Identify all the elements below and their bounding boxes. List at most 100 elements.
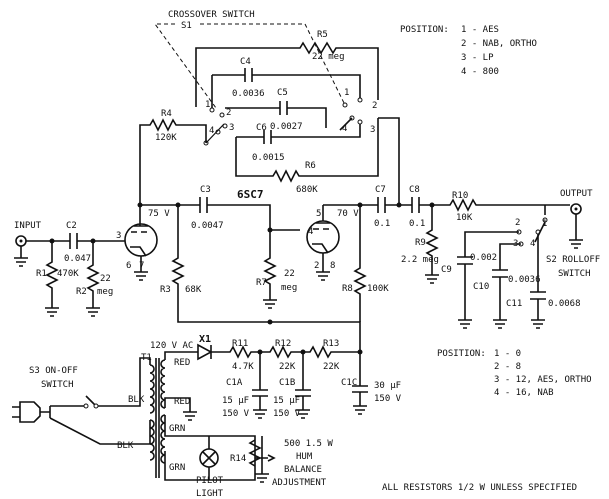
pilot-lamp-wires xyxy=(202,436,216,480)
r5-ref: R5 xyxy=(317,30,328,40)
r4-value: 120K xyxy=(155,133,177,143)
ac-plug-icon xyxy=(12,401,51,423)
r11-ref: R11 xyxy=(232,339,248,349)
r8-value: 100K xyxy=(367,284,389,294)
s2-rolloff-switch[interactable]: 2 1 3 4 xyxy=(513,205,548,249)
crossover-position-heading: POSITION: xyxy=(400,25,449,35)
svg-text:2: 2 xyxy=(515,218,520,228)
r6-value: 680K xyxy=(296,185,318,195)
r2-resistor xyxy=(86,241,100,317)
r13-value: 22K xyxy=(323,362,340,372)
c8-ref: C8 xyxy=(409,185,420,195)
r14-potentiometer[interactable] xyxy=(248,436,276,483)
r14-note-3: ADJUSTMENT xyxy=(272,478,327,488)
svg-text:2: 2 xyxy=(314,261,319,271)
c3-ref: C3 xyxy=(200,185,211,195)
c5-ref: C5 xyxy=(277,88,288,98)
v1-cathode-ground xyxy=(134,256,148,281)
svg-text:6: 6 xyxy=(126,261,131,271)
c6-wire xyxy=(236,122,361,138)
r2-ref: R2 xyxy=(76,287,87,297)
c11-value: 0.0068 xyxy=(548,299,581,309)
hv-secondary-wire xyxy=(164,351,198,360)
s3-label-2: SWITCH xyxy=(41,380,74,390)
r1-value: 470K xyxy=(57,269,79,279)
grn-label-1: GRN xyxy=(169,424,185,434)
r5-value: 22 meg xyxy=(312,52,345,62)
red-label-2: RED xyxy=(174,397,190,407)
tube-v2-symbol: 5 4 2 8 xyxy=(306,205,340,271)
r5-resistor xyxy=(195,41,379,107)
svg-text:8: 8 xyxy=(330,261,335,271)
r7-resistor xyxy=(263,230,277,309)
crossover-position-4: 4 - 800 xyxy=(461,67,499,77)
c4-ref: C4 xyxy=(240,57,251,67)
c9-capacitor xyxy=(457,231,519,329)
filter-resistor-chain xyxy=(211,345,360,359)
s3-switch[interactable] xyxy=(50,395,97,407)
svg-text:2: 2 xyxy=(226,108,231,118)
svg-text:4: 4 xyxy=(342,124,347,134)
s1-left-wafer: 12 34 xyxy=(203,100,234,146)
hv-secondary-ground xyxy=(164,397,197,421)
c4-wire xyxy=(211,74,361,110)
c1a-value-2: 150 V xyxy=(222,409,250,419)
c2-ref: C2 xyxy=(66,221,77,231)
c6-capacitor xyxy=(263,130,272,144)
c1a-ref: C1A xyxy=(226,378,243,388)
s1-gang-link-right xyxy=(200,23,346,106)
c6-ref: C6 xyxy=(256,123,267,133)
c4-value: 0.0036 xyxy=(232,89,265,99)
output-ground xyxy=(569,214,583,249)
s1-label: S1 xyxy=(181,21,192,31)
crossover-position-1: 1 - AES xyxy=(461,25,499,35)
c1a-value-1: 15 µF xyxy=(222,396,249,406)
r8-resistor xyxy=(353,205,367,322)
r10-ref: R10 xyxy=(452,191,468,201)
primary-bottom-wire xyxy=(49,417,151,445)
blk-label-1: BLK xyxy=(128,395,145,405)
svg-text:5: 5 xyxy=(316,209,321,219)
s2-label-2: SWITCH xyxy=(558,269,591,279)
c7-capacitor xyxy=(377,197,386,213)
rolloff-position-heading: POSITION: xyxy=(437,349,486,359)
r14-note-2: BALANCE xyxy=(284,465,322,475)
r9-resistor xyxy=(425,205,439,284)
c4-capacitor xyxy=(244,68,253,82)
c8-value: 0.1 xyxy=(409,219,425,229)
c1b-capacitor xyxy=(295,352,311,419)
x1-rectifier xyxy=(197,343,213,361)
r6-ref: R6 xyxy=(305,161,316,171)
r8-ref: R8 xyxy=(342,284,353,294)
s2-label-1: S2 ROLLOFF xyxy=(546,255,600,265)
crossover-position-3: 3 - LP xyxy=(461,53,494,63)
v2-plate-voltage: 70 V xyxy=(337,209,359,219)
r12-value: 22K xyxy=(279,362,296,372)
r10-value: 10K xyxy=(456,213,473,223)
r11-value: 4.7K xyxy=(232,362,254,372)
svg-text:4: 4 xyxy=(308,227,313,237)
svg-text:1: 1 xyxy=(542,219,547,229)
svg-text:4: 4 xyxy=(209,126,214,136)
r4-ref: R4 xyxy=(161,109,172,119)
c2-capacitor xyxy=(69,233,78,249)
r9-value: 2.2 meg xyxy=(401,255,439,265)
r2-value-2: meg xyxy=(97,287,113,297)
c1c-ref: C1C xyxy=(341,378,357,388)
c11-ref: C11 xyxy=(506,299,522,309)
c7-value: 0.1 xyxy=(374,219,390,229)
rolloff-position-2: 2 - 8 xyxy=(494,362,521,372)
c6-value: 0.0015 xyxy=(252,153,285,163)
c3-value: 0.0047 xyxy=(191,221,224,231)
r4-resistor xyxy=(139,118,207,205)
r7-value-2: meg xyxy=(281,283,297,293)
s1-gang-link-left xyxy=(154,23,217,109)
c8-capacitor xyxy=(411,197,420,213)
r6-resistor xyxy=(235,118,379,183)
c10-capacitor xyxy=(492,243,521,329)
r1-resistor xyxy=(45,241,59,317)
r7-value-1: 22 xyxy=(284,269,295,279)
input-ground xyxy=(14,246,28,267)
